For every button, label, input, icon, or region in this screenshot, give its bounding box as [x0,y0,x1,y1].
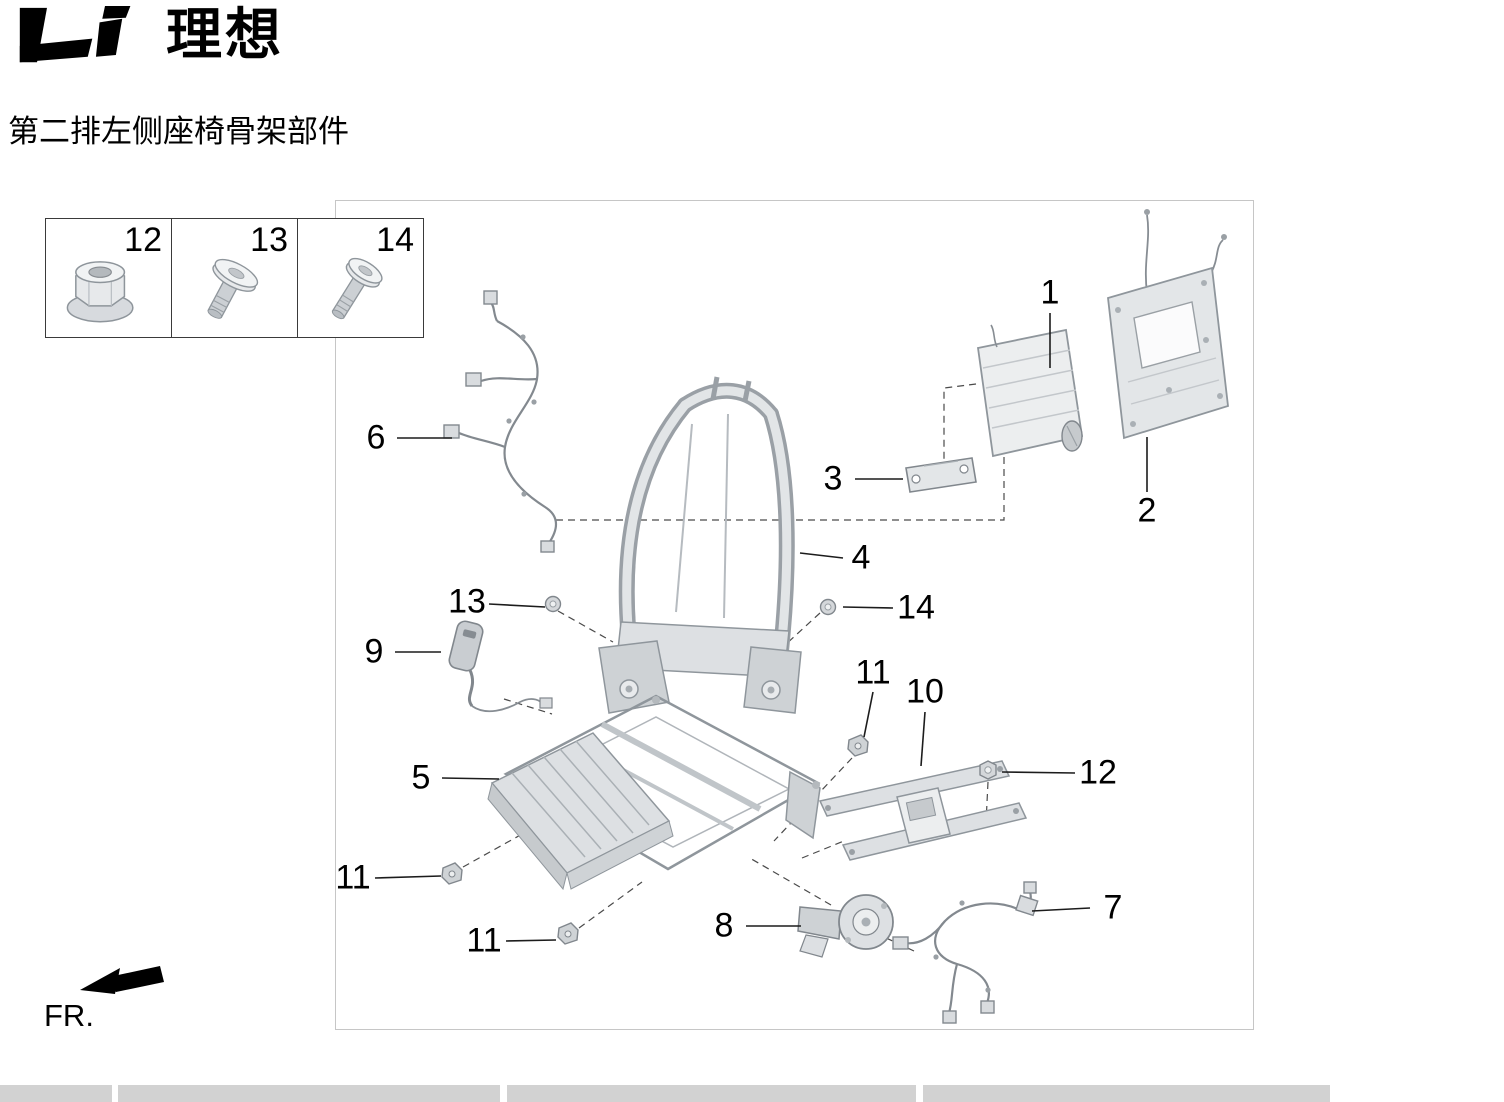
legend-number-12: 12 [124,221,162,259]
part-9-seatbelt-buckle [448,620,553,713]
part-1-backrest-pad-panel [976,324,1084,458]
legend-number-13: 13 [250,221,288,259]
part-11-clip [557,922,579,945]
shoulder-bolt-icon [331,257,383,320]
brand-header: 理想 [10,6,284,64]
legend-item-12: 12 [45,218,172,338]
callout-11b: 11 [335,858,371,897]
legend-item-13: 13 [171,218,298,338]
exploded-diagram [374,209,1229,1024]
callout-11c: 11 [466,921,502,960]
callout-1: 1 [1040,273,1060,312]
callout-8: 8 [714,906,734,945]
front-direction-label: FR. [44,998,94,1033]
part-11-clip [847,734,869,757]
part-6-backrest-harness [443,290,558,553]
front-direction-arrow-icon [80,966,164,994]
callout-3: 3 [823,459,843,498]
part-13-bolt-placed [544,595,562,613]
table-header-cell [0,1085,112,1102]
table-header-cell [923,1085,1330,1102]
diagram-frame [335,200,1254,1030]
legend-number-14: 14 [376,221,414,259]
fastener-legend: 12 13 [45,218,424,338]
part-8-adjuster-motor [797,894,894,958]
part-10-rail-assembly [818,760,1028,861]
callout-13: 13 [448,582,486,621]
table-header-cell [507,1085,916,1102]
shoulder-bolt-icon [207,258,259,319]
callout-11a: 11 [855,653,891,692]
callout-12: 12 [1079,753,1117,792]
flange-nut-icon [66,261,134,323]
callout-6: 6 [366,418,386,457]
part-3-mount-bracket [905,457,977,493]
callout-9: 9 [364,632,384,671]
callout-14: 14 [897,588,935,627]
part-7-seat-harness [892,881,1039,1024]
table-header-cell [118,1085,500,1102]
page-title: 第二排左侧座椅骨架部件 [8,114,349,149]
part-4-seatback-frame [598,376,802,714]
callout-10: 10 [906,672,944,711]
part-11-clip [441,862,463,885]
callout-5: 5 [411,758,431,797]
callout-leader-lines [374,313,1148,942]
callout-2: 2 [1137,491,1157,530]
callout-4: 4 [851,538,871,577]
callout-7: 7 [1103,888,1123,927]
part-14-bolt-placed [819,598,837,616]
brand-name: 理想 [166,3,284,66]
part-12-nut-placed [979,760,997,780]
li-auto-logo-icon [19,6,131,63]
part-5-seat-base-frame [487,694,821,891]
legend-item-14: 14 [297,218,424,338]
part-2-backrest-board [1107,209,1229,440]
